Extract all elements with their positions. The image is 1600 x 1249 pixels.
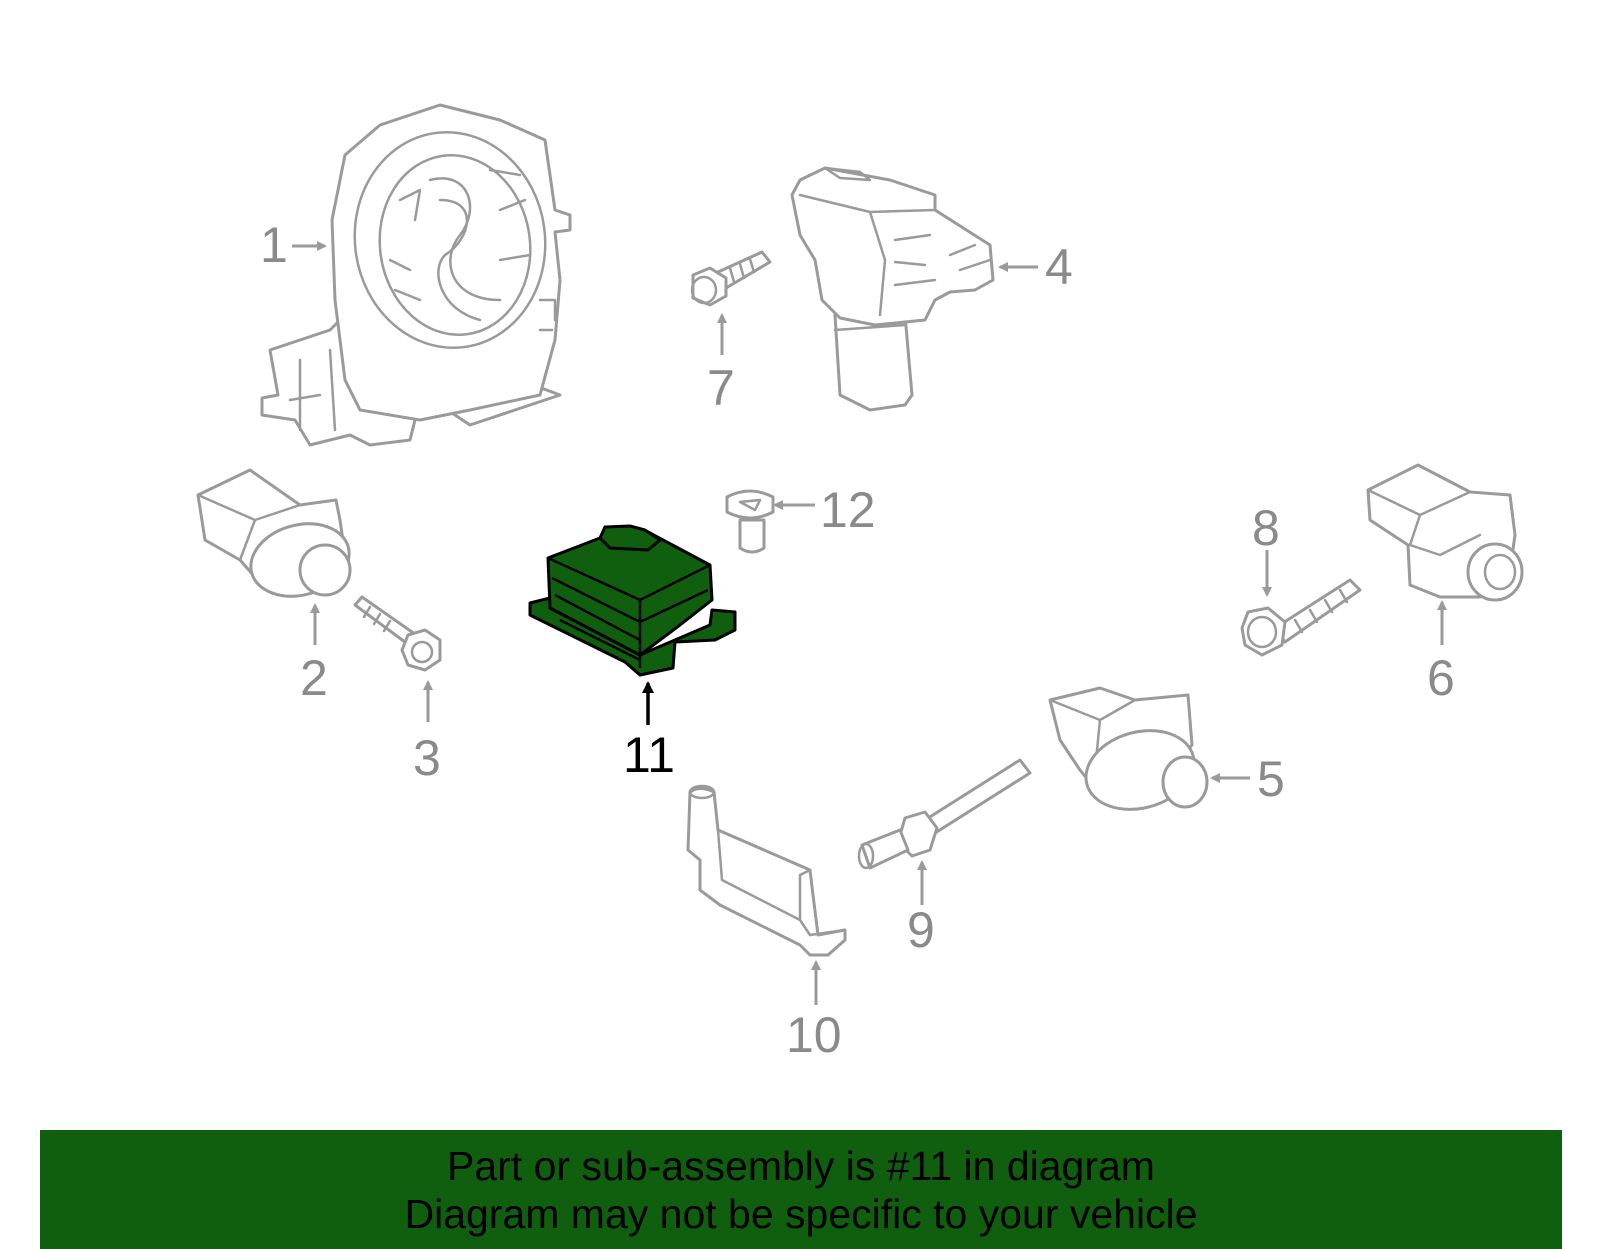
part-12-bolt bbox=[725, 489, 775, 554]
part-9-bolt bbox=[857, 758, 1032, 870]
callout-4: 4 bbox=[998, 239, 1073, 295]
part-3-bolt bbox=[353, 595, 442, 672]
part-11-control-module bbox=[528, 524, 737, 677]
callout-2-label: 2 bbox=[300, 650, 328, 706]
callout-11: 11 bbox=[623, 681, 675, 783]
callout-1-label: 1 bbox=[260, 217, 288, 273]
callout-7: 7 bbox=[707, 313, 735, 416]
callout-12: 12 bbox=[773, 482, 876, 538]
part-5-sensor bbox=[1048, 686, 1209, 811]
callout-6-label: 6 bbox=[1427, 650, 1455, 706]
callout-8: 8 bbox=[1252, 500, 1280, 597]
callout-12-label: 12 bbox=[820, 482, 876, 538]
part-7-bolt bbox=[690, 250, 772, 307]
callout-2: 2 bbox=[300, 603, 328, 706]
callout-3-label: 3 bbox=[413, 730, 441, 786]
callout-1: 1 bbox=[260, 217, 327, 273]
part-4-sensor bbox=[790, 166, 995, 412]
callout-4-label: 4 bbox=[1045, 239, 1073, 295]
callout-6: 6 bbox=[1427, 600, 1455, 706]
part-6-sensor bbox=[1366, 463, 1524, 602]
callout-3: 3 bbox=[413, 680, 441, 786]
part-1-clock-spring bbox=[260, 103, 572, 447]
callout-7-label: 7 bbox=[707, 360, 735, 416]
part-10-bracket bbox=[686, 784, 847, 957]
callout-5: 5 bbox=[1210, 751, 1285, 807]
info-banner: Part or sub-assembly is #11 in diagram D… bbox=[40, 1130, 1562, 1249]
callout-5-label: 5 bbox=[1257, 751, 1285, 807]
callout-11-label: 11 bbox=[623, 727, 675, 783]
part-2-impact-sensor bbox=[196, 468, 352, 598]
part-8-bolt bbox=[1240, 578, 1362, 657]
callout-8-label: 8 bbox=[1252, 500, 1280, 556]
banner-line-2: Diagram may not be specific to your vehi… bbox=[404, 1191, 1198, 1237]
callout-10-label: 10 bbox=[786, 1007, 842, 1063]
callout-10: 10 bbox=[786, 960, 842, 1063]
banner-line-1: Part or sub-assembly is #11 in diagram bbox=[447, 1143, 1155, 1189]
callout-9: 9 bbox=[907, 860, 935, 958]
callout-9-label: 9 bbox=[907, 902, 935, 958]
